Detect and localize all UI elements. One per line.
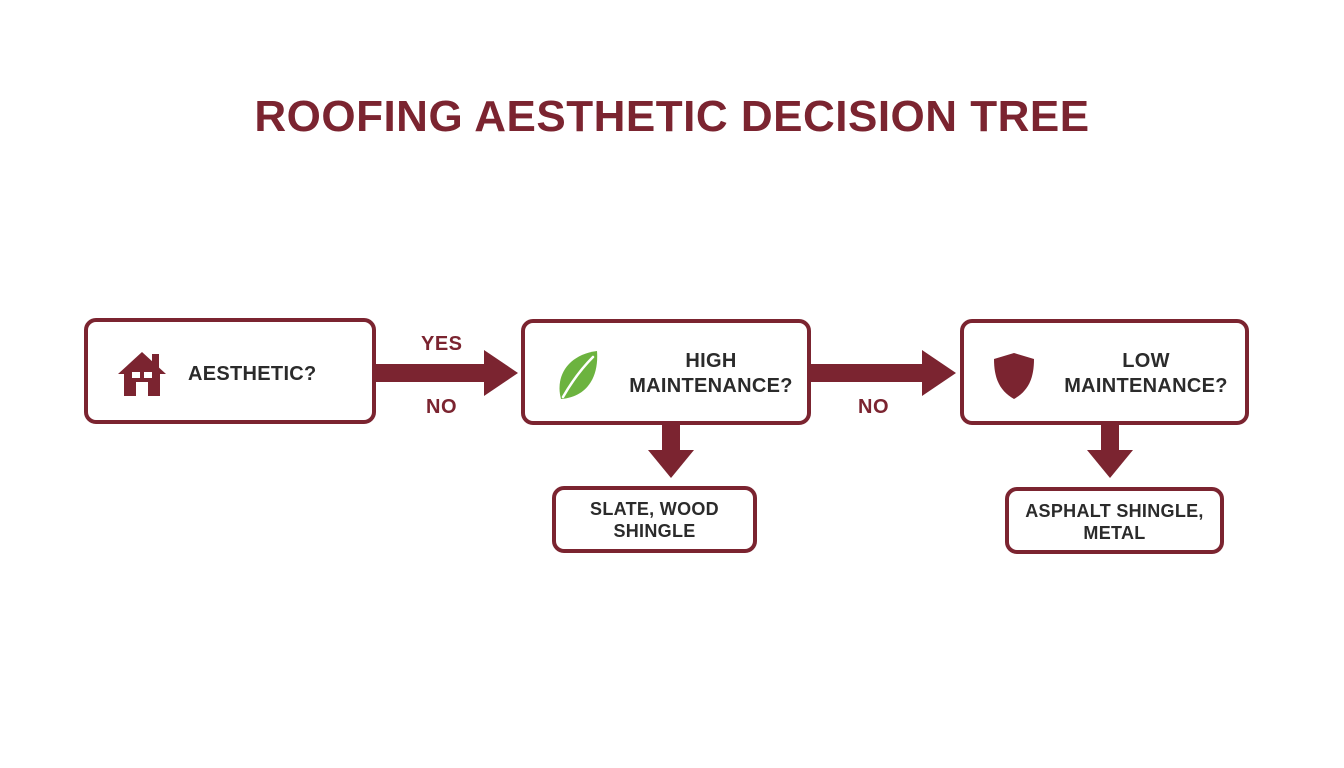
result-low-line2: METAL (1083, 523, 1146, 543)
result-high-maintenance-label: SLATE, WOOD SHINGLE (556, 498, 753, 542)
edge-label-no-2: NO (858, 396, 889, 418)
arrow-aesthetic-to-high (374, 350, 518, 396)
result-high-line1: SLATE, WOOD (590, 499, 719, 519)
edge-label-no: NO (426, 396, 457, 418)
node-aesthetic-label: AESTHETIC? (188, 363, 317, 385)
arrow-high-to-low (810, 350, 956, 396)
arrow-low-to-result (1087, 424, 1133, 478)
shield-icon (994, 353, 1034, 399)
node-low-maintenance-line2: MAINTENANCE? (1064, 375, 1228, 397)
leaf-icon (559, 351, 598, 399)
node-high-maintenance-line1: HIGH (685, 350, 737, 372)
page-title: ROOFING AESTHETIC DECISION TREE (254, 92, 1090, 141)
result-low-maintenance-label: ASPHALT SHINGLE, METAL (1009, 500, 1220, 544)
node-low-maintenance-label: LOW MAINTENANCE? (1048, 349, 1244, 399)
node-low-maintenance-line1: LOW (1122, 350, 1170, 372)
house-icon (118, 352, 166, 396)
result-high-maintenance: SLATE, WOOD SHINGLE (552, 486, 757, 553)
edge-label-yes: YES (421, 333, 463, 355)
arrow-high-to-result (648, 424, 694, 478)
node-high-maintenance-label: HIGH MAINTENANCE? (613, 349, 809, 399)
node-aesthetic: AESTHETIC? (84, 318, 376, 424)
result-low-line1: ASPHALT SHINGLE, (1025, 501, 1204, 521)
result-high-line2: SHINGLE (613, 521, 696, 541)
node-high-maintenance: HIGH MAINTENANCE? (521, 319, 811, 425)
node-high-maintenance-line2: MAINTENANCE? (629, 375, 793, 397)
node-low-maintenance: LOW MAINTENANCE? (960, 319, 1249, 425)
result-low-maintenance: ASPHALT SHINGLE, METAL (1005, 487, 1224, 554)
